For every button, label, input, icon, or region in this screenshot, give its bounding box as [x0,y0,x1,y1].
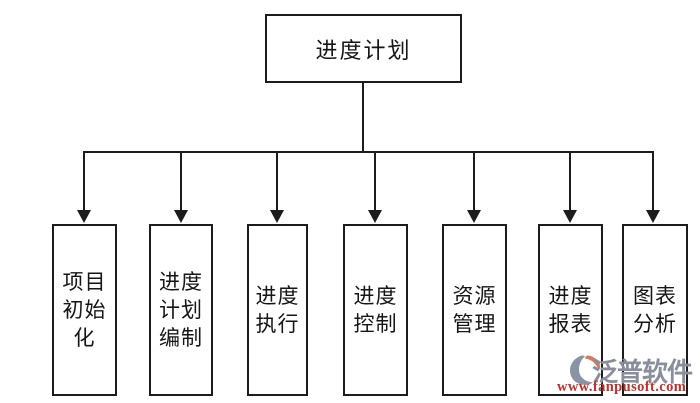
node-root-label: 进度计划 [315,37,412,63]
connector-stem [362,82,364,152]
connector-horizontal-bar [83,151,654,153]
node-schedule-execution: 进度执行 [247,224,308,396]
connector-drop-4 [374,151,376,212]
node-chart-analysis: 图表分析 [622,224,688,396]
node-label: 进度控制 [353,284,398,336]
node-project-initialization: 项目初始化 [52,224,117,396]
node-label: 进度计划编制 [159,270,203,350]
arrow-down-icon [563,210,577,223]
node-label: 进度报表 [548,284,593,336]
connector-drop-3 [276,151,278,212]
node-label: 图表分析 [633,284,677,336]
node-schedule-control: 进度控制 [343,224,408,396]
node-label: 进度执行 [255,284,300,336]
connector-drop-2 [180,151,182,212]
connector-drop-7 [652,151,654,212]
node-schedule-report: 进度报表 [538,224,603,396]
arrow-down-icon [467,210,481,223]
arrow-down-icon [174,210,188,223]
node-label: 资源管理 [452,284,497,336]
arrow-down-icon [270,210,284,223]
node-schedule-plan-compilation: 进度计划编制 [149,224,213,396]
connector-drop-5 [473,151,475,212]
node-root: 进度计划 [265,14,462,83]
arrow-down-icon [77,210,91,223]
arrow-down-icon [368,210,382,223]
node-label: 项目初始化 [62,270,107,350]
arrow-down-icon [646,210,660,223]
connector-drop-1 [83,151,85,212]
connector-drop-6 [569,151,571,212]
node-resource-management: 资源管理 [442,224,507,396]
